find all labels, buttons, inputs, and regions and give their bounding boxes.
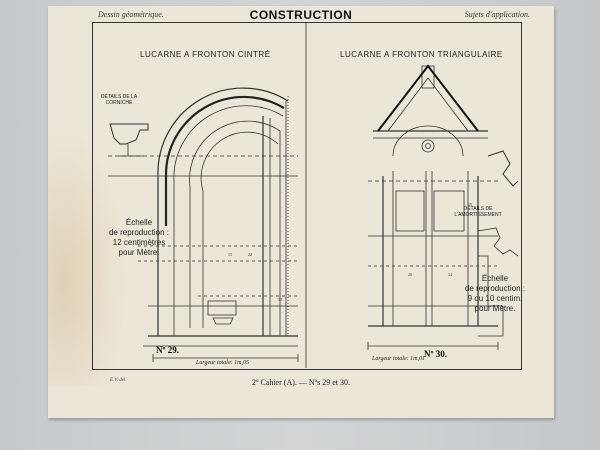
left-scale-note: Échelle de reproduction : 12 centimètres… <box>108 218 170 257</box>
svg-text:20: 20 <box>408 272 412 277</box>
svg-text:15: 15 <box>468 202 472 207</box>
paper-stain <box>48 126 128 386</box>
drawing-sheet: Dessin géométrique. CONSTRUCTION Sujets … <box>48 6 554 418</box>
drawing-frame <box>92 22 522 370</box>
signature: E.V. del. <box>110 378 127 383</box>
left-detail-label: DÉTAILS DE LA CORNICHE <box>100 94 138 106</box>
right-plate-title: LUCARNE A FRONTON TRIANGULAIRE <box>340 50 503 59</box>
right-scale-note: Échelle de reproduction : 9 ou 10 centim… <box>464 274 526 313</box>
header-right: Sujets d'application. <box>464 10 530 19</box>
svg-text:22: 22 <box>248 252 252 257</box>
architectural-drawings: 22 15 10 20 34 15 <box>108 22 519 368</box>
header-title: CONSTRUCTION <box>249 8 353 22</box>
header-left: Dessin géométrique. <box>98 10 164 19</box>
left-width-label: Largeur totale: 1m,05 <box>196 360 249 366</box>
right-width-label: Largeur totale: 1m,01 <box>372 356 425 362</box>
svg-text:10: 10 <box>278 297 282 302</box>
svg-text:34: 34 <box>448 272 452 277</box>
svg-text:15: 15 <box>228 252 232 257</box>
right-plate-number: Nº 30. <box>424 349 447 359</box>
left-plate-number: Nº 29. <box>156 345 179 355</box>
left-plate-title: LUCARNE A FRONTON CINTRÉ <box>140 50 271 59</box>
footer-caption: 2º Cahier (A). — Nºs 29 et 30. <box>251 378 351 387</box>
right-detail-label: DÉTAILS DE L'AMORTISSEMENT <box>454 206 502 218</box>
